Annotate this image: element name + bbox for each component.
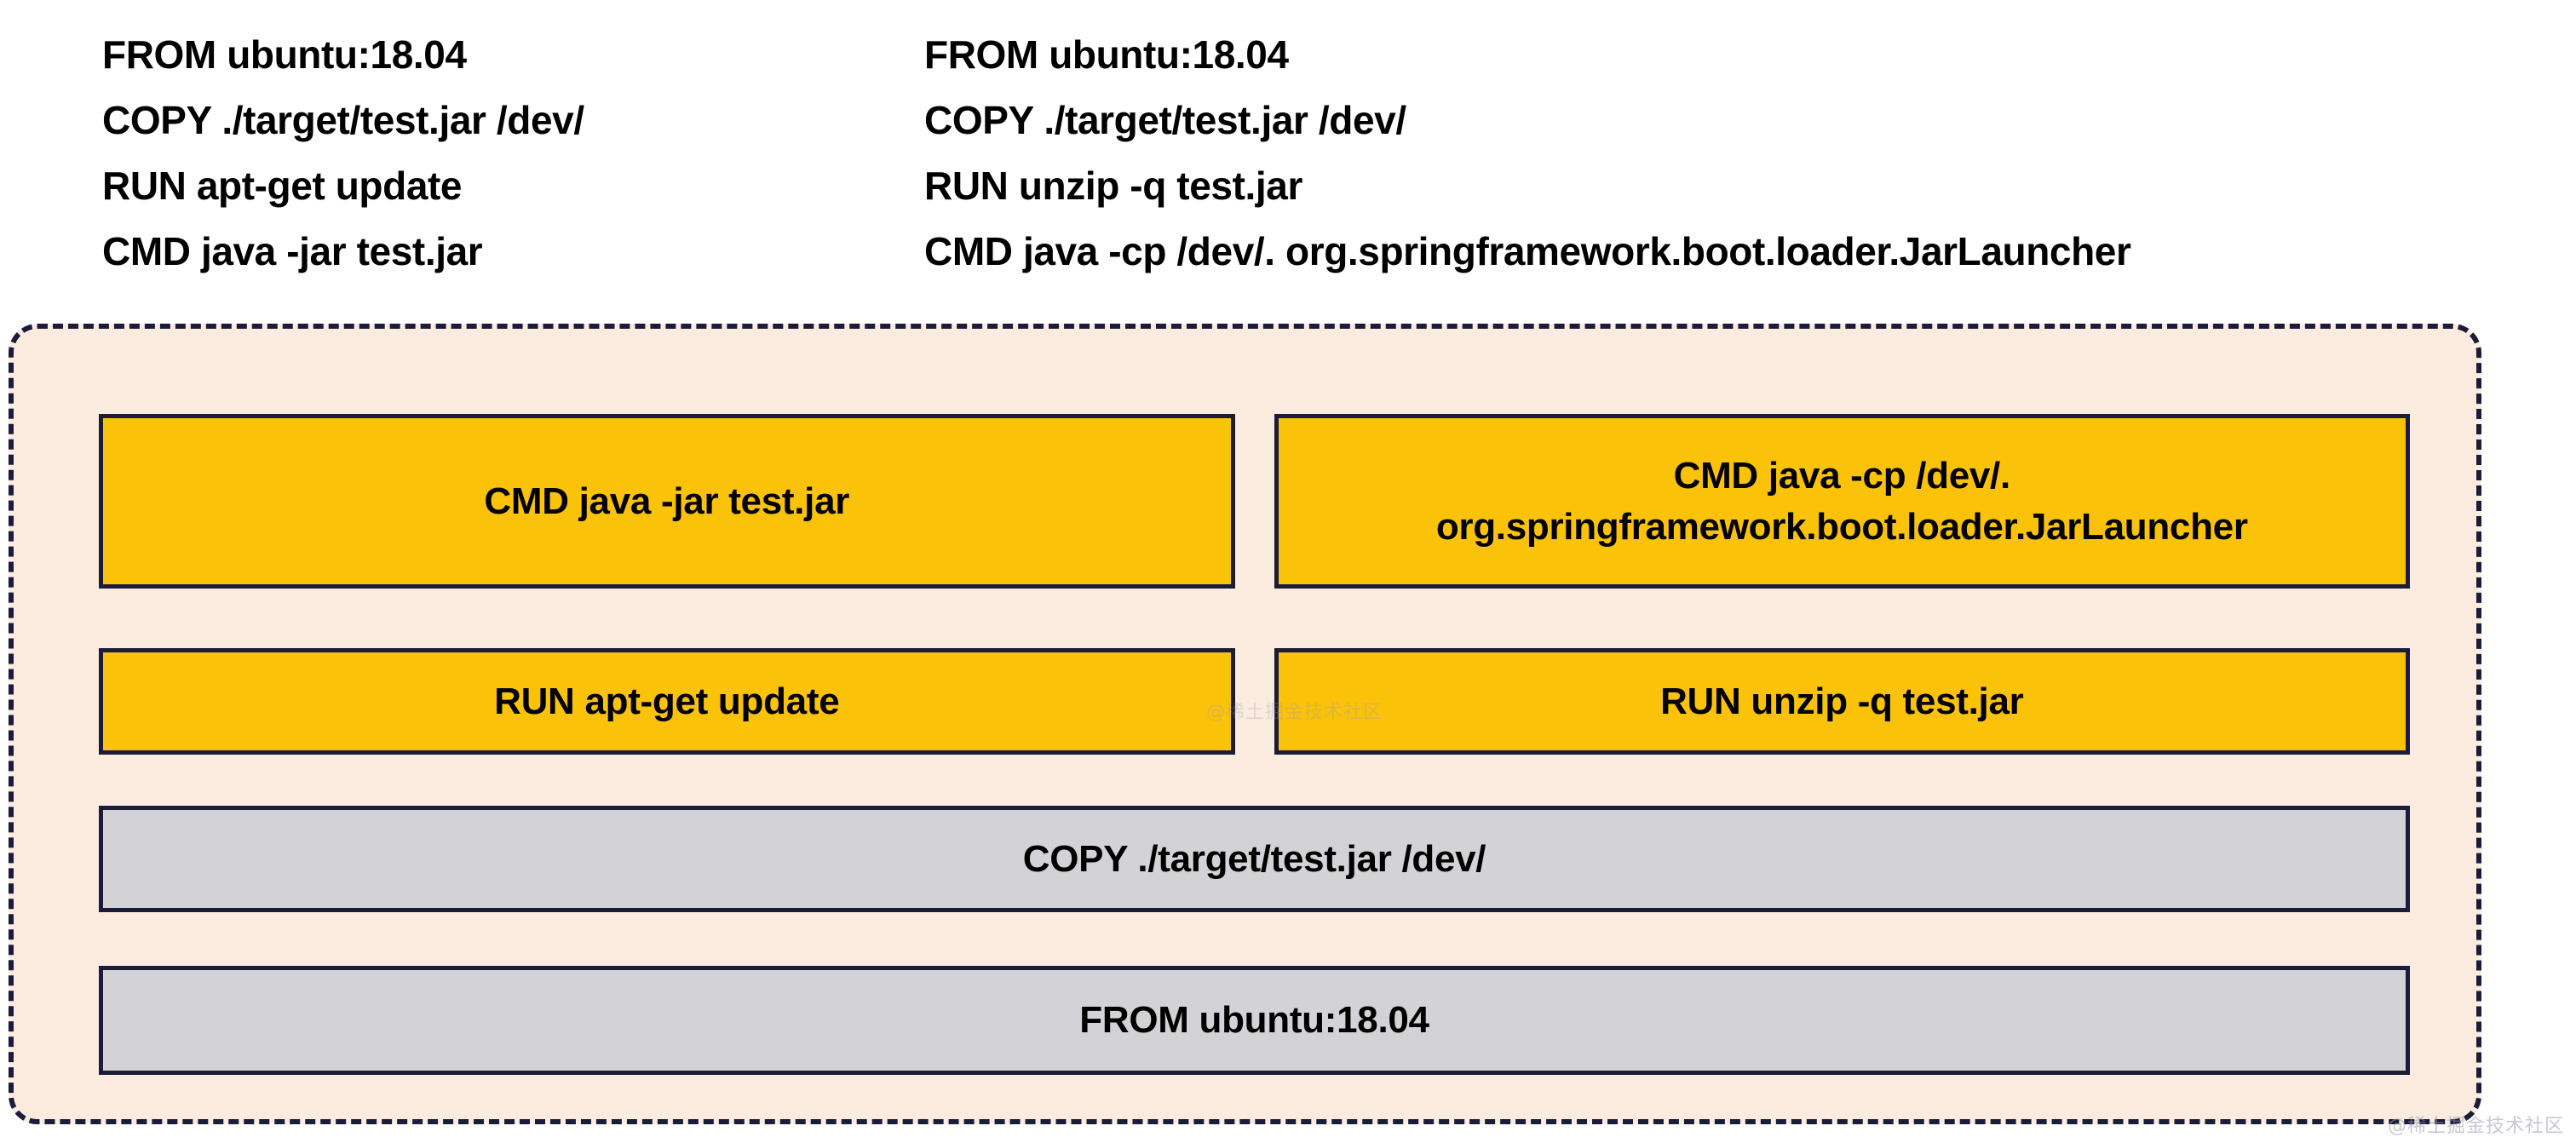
watermark-primary: @稀土掘金技术社区 — [2387, 1116, 2564, 1137]
layer-row-cmd: CMD java -jar test.jar CMD java -cp /dev… — [99, 414, 2410, 589]
dockerfile-optimized-listing: FROM ubuntu:18.04 COPY ./target/test.jar… — [924, 22, 2131, 284]
layer-box-from: FROM ubuntu:18.04 — [99, 966, 2410, 1075]
layer-box-from-text: FROM ubuntu:18.04 — [1079, 999, 1429, 1041]
layer-box-copy-text: COPY ./target/test.jar /dev/ — [1022, 837, 1486, 880]
layer-row-from: FROM ubuntu:18.04 — [99, 966, 2410, 1075]
layer-box-run-right: RUN unzip -q test.jar — [1274, 648, 2410, 755]
layer-row-run: RUN apt-get update RUN unzip -q test.jar — [99, 648, 2410, 755]
layer-box-cmd-right-text: CMD java -cp /dev/. org.springframework.… — [1435, 454, 2248, 548]
layer-box-run-left: RUN apt-get update — [99, 648, 1235, 755]
dockerfile-left-line-4: CMD java -jar test.jar — [102, 229, 483, 273]
dockerfile-right-line-4: CMD java -cp /dev/. org.springframework.… — [924, 229, 2131, 273]
layer-box-run-left-text: RUN apt-get update — [494, 680, 840, 722]
dockerfile-right-line-2: COPY ./target/test.jar /dev/ — [924, 98, 1406, 142]
dockerfile-right-line-1: FROM ubuntu:18.04 — [924, 32, 1289, 77]
layer-box-run-right-text: RUN unzip -q test.jar — [1660, 680, 2024, 722]
layer-box-cmd-right: CMD java -cp /dev/. org.springframework.… — [1274, 414, 2410, 589]
layer-box-cmd-left-text: CMD java -jar test.jar — [484, 480, 850, 522]
layer-box-cmd-left: CMD java -jar test.jar — [99, 414, 1235, 589]
dockerfile-left-line-3: RUN apt-get update — [102, 164, 463, 208]
dockerfile-unoptimized-listing: FROM ubuntu:18.04 COPY ./target/test.jar… — [102, 22, 584, 284]
layer-box-copy: COPY ./target/test.jar /dev/ — [99, 806, 2410, 912]
watermark-secondary: @稀土掘金技术社区 — [1206, 702, 1383, 723]
dockerfile-right-line-3: RUN unzip -q test.jar — [924, 164, 1302, 208]
dockerfile-left-line-2: COPY ./target/test.jar /dev/ — [102, 98, 584, 142]
image-layers-container: CMD java -jar test.jar CMD java -cp /dev… — [9, 324, 2481, 1124]
layer-row-copy: COPY ./target/test.jar /dev/ — [99, 806, 2410, 912]
dockerfile-left-line-1: FROM ubuntu:18.04 — [102, 32, 467, 77]
